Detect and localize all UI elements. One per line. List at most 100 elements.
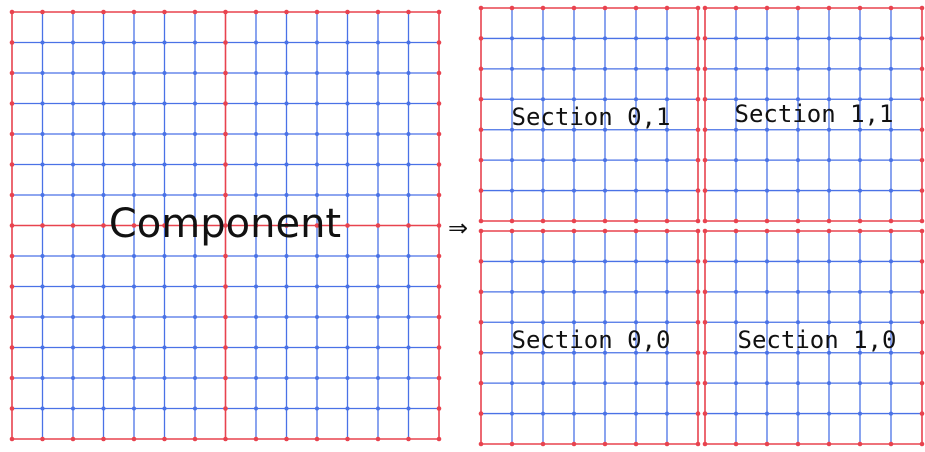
boundary-node xyxy=(919,228,925,234)
interior-node xyxy=(858,158,862,163)
boundary-node xyxy=(702,96,708,102)
interior-node xyxy=(734,127,738,132)
boundary-node xyxy=(764,5,770,11)
interior-node xyxy=(827,127,831,132)
boundary-node xyxy=(919,441,925,447)
interior-node xyxy=(345,345,350,350)
interior-node xyxy=(406,345,411,350)
boundary-node xyxy=(695,66,701,72)
boundary-node xyxy=(826,5,832,11)
boundary-node xyxy=(253,9,259,15)
interior-node xyxy=(634,158,638,163)
section-mesh-0-1 xyxy=(478,5,701,224)
interior-node xyxy=(734,320,738,325)
boundary-node xyxy=(436,192,442,198)
interior-node xyxy=(572,36,576,41)
boundary-node xyxy=(888,5,894,11)
boundary-node xyxy=(695,188,701,193)
interior-node xyxy=(858,320,862,325)
boundary-node xyxy=(314,9,320,15)
interior-node xyxy=(162,193,167,197)
interior-node xyxy=(406,132,411,136)
boundary-node xyxy=(702,157,708,163)
interior-node xyxy=(193,132,197,136)
boundary-node xyxy=(223,253,228,259)
boundary-node xyxy=(223,284,228,289)
boundary-node xyxy=(540,5,546,11)
boundary-node xyxy=(702,380,708,386)
boundary-node xyxy=(509,441,515,447)
boundary-node xyxy=(162,436,167,442)
interior-node xyxy=(827,66,831,71)
interior-node xyxy=(510,188,514,193)
boundary-node xyxy=(733,218,739,224)
component-grid xyxy=(9,9,442,442)
interior-node xyxy=(827,97,831,102)
interior-node xyxy=(603,97,607,102)
interior-node xyxy=(634,66,638,71)
interior-node xyxy=(665,411,669,416)
boundary-node xyxy=(9,162,15,167)
boundary-node xyxy=(695,36,701,41)
interior-node xyxy=(71,406,75,411)
interior-node xyxy=(40,284,45,289)
interior-node xyxy=(572,188,576,193)
interior-node xyxy=(71,40,75,45)
interior-node xyxy=(765,411,769,416)
boundary-node xyxy=(826,218,832,224)
boundary-node xyxy=(436,436,442,442)
boundary-node xyxy=(223,162,228,167)
interior-node xyxy=(827,36,831,41)
interior-node xyxy=(665,320,669,325)
boundary-node xyxy=(702,218,708,224)
interior-node xyxy=(406,376,411,380)
interior-node xyxy=(796,158,800,163)
boundary-node xyxy=(478,66,484,72)
interior-node xyxy=(572,320,576,325)
boundary-node xyxy=(478,259,484,264)
boundary-node xyxy=(633,5,639,11)
boundary-node xyxy=(192,223,198,228)
boundary-node xyxy=(764,441,770,447)
interior-node xyxy=(603,188,607,193)
interior-node xyxy=(889,259,893,264)
interior-node xyxy=(345,406,350,411)
boundary-node xyxy=(101,223,106,228)
interior-node xyxy=(254,376,258,380)
boundary-node xyxy=(223,375,228,381)
interior-node xyxy=(315,71,319,75)
interior-node xyxy=(603,411,607,416)
interior-node xyxy=(889,188,893,193)
interior-node xyxy=(889,289,893,294)
interior-node xyxy=(101,40,106,45)
interior-node xyxy=(765,127,769,132)
boundary-node xyxy=(436,131,442,137)
boundary-node xyxy=(695,380,701,386)
interior-node xyxy=(765,381,769,386)
interior-node xyxy=(510,158,514,163)
boundary-node xyxy=(888,441,894,447)
boundary-node xyxy=(406,223,411,228)
boundary-node xyxy=(375,436,381,442)
interior-node xyxy=(315,376,319,380)
interior-node xyxy=(284,193,289,197)
boundary-node xyxy=(70,9,76,15)
boundary-node xyxy=(664,218,670,224)
boundary-node xyxy=(919,319,925,325)
interior-node xyxy=(284,254,289,258)
interior-node xyxy=(541,350,545,355)
interior-node xyxy=(315,132,319,136)
interior-node xyxy=(634,97,638,102)
boundary-node xyxy=(406,9,411,15)
boundary-node xyxy=(478,157,484,163)
interior-node xyxy=(765,97,769,102)
interior-node xyxy=(796,188,800,193)
interior-node xyxy=(510,97,514,102)
boundary-node xyxy=(436,9,442,15)
interior-node xyxy=(71,132,75,136)
boundary-node xyxy=(478,127,484,133)
interior-node xyxy=(765,188,769,193)
interior-node xyxy=(193,40,197,45)
boundary-node xyxy=(764,228,770,234)
boundary-node xyxy=(857,228,863,234)
